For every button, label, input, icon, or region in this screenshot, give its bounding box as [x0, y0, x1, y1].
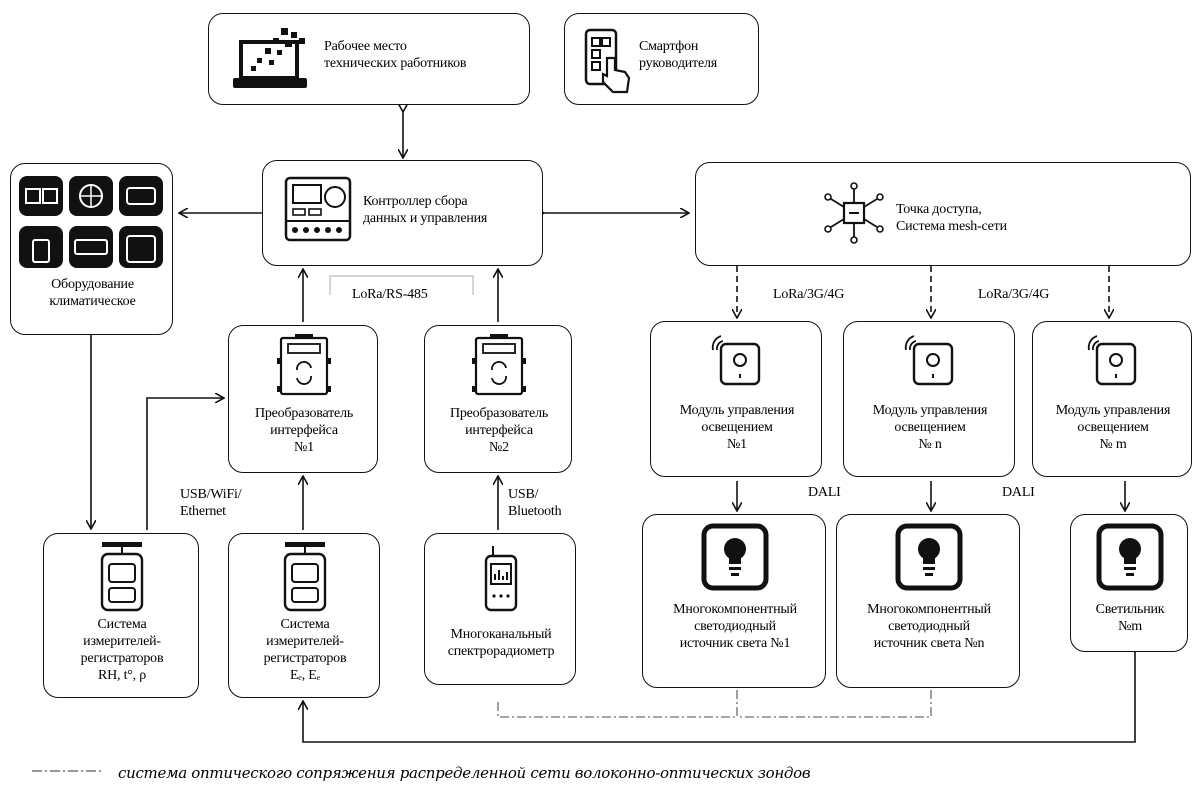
usb-bluetooth-label: USB/ Bluetooth	[508, 487, 562, 519]
led-bulb-icon	[701, 523, 769, 591]
arrow-luminaire-sensors-e	[303, 652, 1136, 743]
optical-line-source1	[497, 690, 738, 718]
access-point-box: Точка доступа, Система mesh-сети	[695, 162, 1191, 266]
spectroradiometer-icon	[484, 546, 518, 612]
smartphone-label: Смартфон руководителя	[639, 39, 717, 71]
controller-label: Контроллер сбора данных и управления	[363, 194, 488, 226]
laptop-icon	[233, 28, 307, 88]
legend-text: система оптического сопряжения распредел…	[118, 764, 811, 782]
climate-equipment-icon	[19, 176, 163, 268]
converter-icon	[472, 334, 526, 396]
led-bulb-icon	[895, 523, 963, 591]
wireless-module-icon	[904, 335, 954, 386]
wireless-module-icon	[711, 335, 761, 386]
workstation-label: Рабочее место технических работников	[324, 39, 467, 71]
led-bulb-icon	[1096, 523, 1164, 591]
module1-box: Модуль управления освещением №1	[650, 321, 822, 477]
sensors-e-box: Система измерителей- регистраторов Eₑ, E…	[228, 533, 380, 698]
lora-3g-4g-label-2: LoRa/3G/4G	[978, 287, 1050, 302]
dali-label-2: DALI	[1002, 485, 1035, 500]
converter2-box: Преобразователь интерфейса №2	[424, 325, 572, 473]
modulem-label: Модуль управления освещением № m	[1055, 403, 1171, 452]
smartphone-box: Смартфон руководителя	[564, 13, 759, 105]
spectro-box: Многоканальный спектрорадиометр	[424, 533, 576, 685]
smartphone-icon	[584, 28, 631, 94]
climate-label: Оборудование климатическое	[49, 277, 136, 309]
modulen-label: Модуль управления освещением № n	[872, 403, 988, 452]
luminaire-label: Светильник №m	[1095, 602, 1165, 634]
controller-box: Контроллер сбора данных и управления	[262, 160, 543, 266]
converter2-label: Преобразователь интерфейса №2	[449, 406, 549, 455]
modulem-box: Модуль управления освещением № m	[1032, 321, 1192, 477]
lora-bracket	[329, 275, 474, 295]
converter-icon	[277, 334, 331, 396]
workstation-box: Рабочее место технических работников	[208, 13, 530, 105]
optical-line-sourcen	[737, 690, 932, 718]
controller-icon	[284, 176, 352, 242]
sensor-icon	[100, 542, 144, 612]
usb-wifi-ethernet-label: USB/WiFi/ Ethernet	[180, 487, 242, 519]
converter1-box: Преобразователь интерфейса №1	[228, 325, 378, 473]
luminaire-box: Светильник №m	[1070, 514, 1188, 652]
sensors-rh-label: Система измерителей- регистраторов RH, t…	[80, 617, 164, 683]
sensors-rh-box: Система измерителей- регистраторов RH, t…	[43, 533, 199, 698]
source1-box: Многокомпонентный светодиодный источник …	[642, 514, 826, 688]
source1-label: Многокомпонентный светодиодный источник …	[673, 602, 797, 651]
sensor-icon	[283, 542, 327, 612]
spectro-label: Многоканальный спектрорадиометр	[447, 627, 555, 659]
wireless-module-icon	[1087, 335, 1137, 386]
arrow-sensors-converter1	[146, 398, 223, 530]
sensors-e-label: Система измерителей- регистраторов Eₑ, E…	[263, 617, 347, 683]
module1-label: Модуль управления освещением №1	[679, 403, 795, 452]
sourcen-label: Многокомпонентный светодиодный источник …	[867, 602, 991, 651]
network-hub-icon	[824, 182, 884, 244]
dali-label-1: DALI	[808, 485, 841, 500]
modulen-box: Модуль управления освещением № n	[843, 321, 1015, 477]
lora-rs485-label: LoRa/RS-485	[352, 287, 428, 302]
climate-box: Оборудование климатическое	[10, 163, 173, 335]
sourcen-box: Многокомпонентный светодиодный источник …	[836, 514, 1020, 688]
converter1-label: Преобразователь интерфейса №1	[254, 406, 354, 455]
access-point-label: Точка доступа, Система mesh-сети	[896, 202, 1007, 234]
lora-3g-4g-label-1: LoRa/3G/4G	[773, 287, 845, 302]
